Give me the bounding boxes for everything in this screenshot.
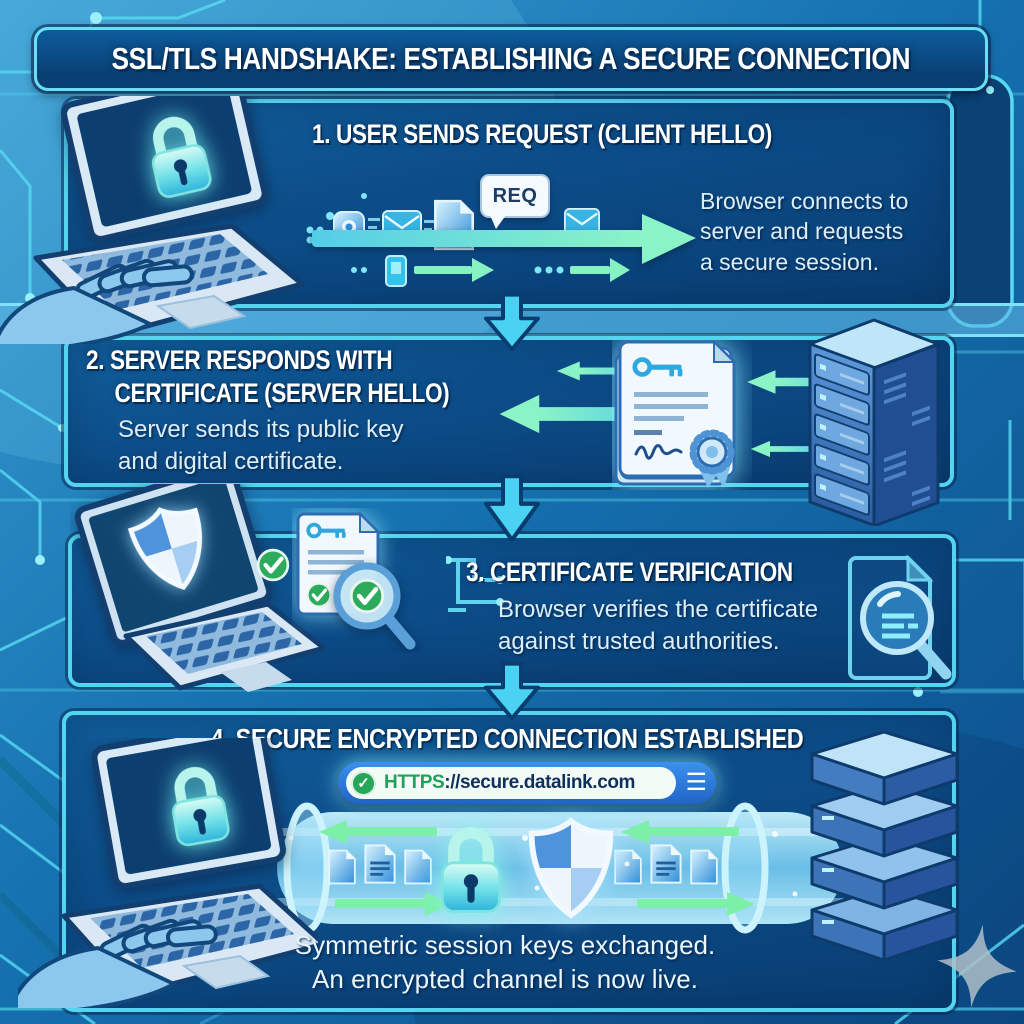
request-arrow-right-icon: [312, 214, 696, 264]
address-bar-field: ✓ HTTPS://secure.datalink.com: [346, 767, 676, 799]
certificate-illustration: [614, 340, 737, 488]
browser-shield-laptop-illustration: [74, 484, 325, 692]
phone-icon: [385, 255, 407, 287]
certificate-check-illustration: [296, 511, 416, 650]
check-icon: [256, 548, 290, 582]
step3-heading: 3. CERTIFICATE VERIFICATION: [466, 557, 793, 587]
step1-icon-strip: [306, 193, 696, 287]
speed-lines: [368, 218, 434, 231]
req-label: REQ: [492, 184, 538, 207]
server-slats: [814, 353, 870, 516]
step2-heading: 2. SERVER RESPONDS WITH CERTIFICATE (SER…: [86, 345, 450, 408]
laptop-base: [123, 601, 325, 692]
mini-flow-row: [351, 255, 630, 287]
server-vents: [884, 372, 930, 507]
mini-arrow-right-icon: [570, 258, 630, 282]
session-arrows: [319, 820, 755, 916]
step2-description: Server sends its public key and digital …: [118, 416, 404, 475]
url-text: HTTPS://secure.datalink.com: [384, 772, 635, 794]
url-domain: ://secure.datalink.com: [444, 772, 636, 793]
client-laptop-illustration: [0, 96, 305, 344]
flow-arrow-down-icon: [484, 662, 540, 720]
step4-heading: 4. SECURE ENCRYPTED CONNECTION ESTABLISH…: [210, 723, 804, 754]
magnifier-check-icon: [333, 562, 416, 650]
secure-check-icon: ✓: [351, 770, 376, 796]
url-protocol: HTTPS: [384, 772, 445, 793]
audit-document-illustration: [848, 554, 952, 680]
flow-arrow-down-icon: [484, 293, 540, 351]
address-bar: ✓ HTTPS://secure.datalink.com ☰: [338, 762, 716, 804]
server-stack-illustration: [810, 730, 959, 962]
step4-description: Symmetric session keys exchanged. An enc…: [294, 930, 716, 995]
server-slab: [810, 886, 959, 962]
sparkle-watermark-icon: [937, 924, 1017, 1008]
magnifier-icon: [860, 581, 952, 680]
encrypted-tunnel-illustration: [277, 802, 843, 934]
check-icon: [306, 582, 332, 608]
laptop-screen: [61, 96, 268, 242]
req-speech-bubble: REQ: [480, 174, 550, 229]
page-title: SSL/TLS HANDSHAKE: ESTABLISHING A SECURE…: [111, 41, 911, 76]
title-banner: SSL/TLS HANDSHAKE: ESTABLISHING A SECURE…: [34, 27, 988, 91]
user-hand: [18, 918, 218, 1008]
server-slab: [810, 730, 959, 806]
server-tower-illustration: [808, 318, 940, 526]
signature: [634, 444, 683, 460]
step3-description: Browser verifies the certificate against…: [498, 596, 819, 655]
sparkle-dots: [288, 831, 798, 897]
seal-icon: [689, 429, 735, 488]
mini-arrow-right-icon: [414, 258, 494, 282]
step1-heading: 1. USER SENDS REQUEST (CLIENT HELLO): [312, 119, 772, 149]
flow-arrow-down-icon: [482, 474, 542, 542]
user-hand: [0, 258, 194, 344]
menu-icon: ☰: [685, 769, 707, 796]
step1-description: Browser connects to server and requests …: [700, 188, 909, 275]
circuit-lines: [446, 556, 504, 612]
client-laptop-illustration: [18, 738, 318, 1008]
